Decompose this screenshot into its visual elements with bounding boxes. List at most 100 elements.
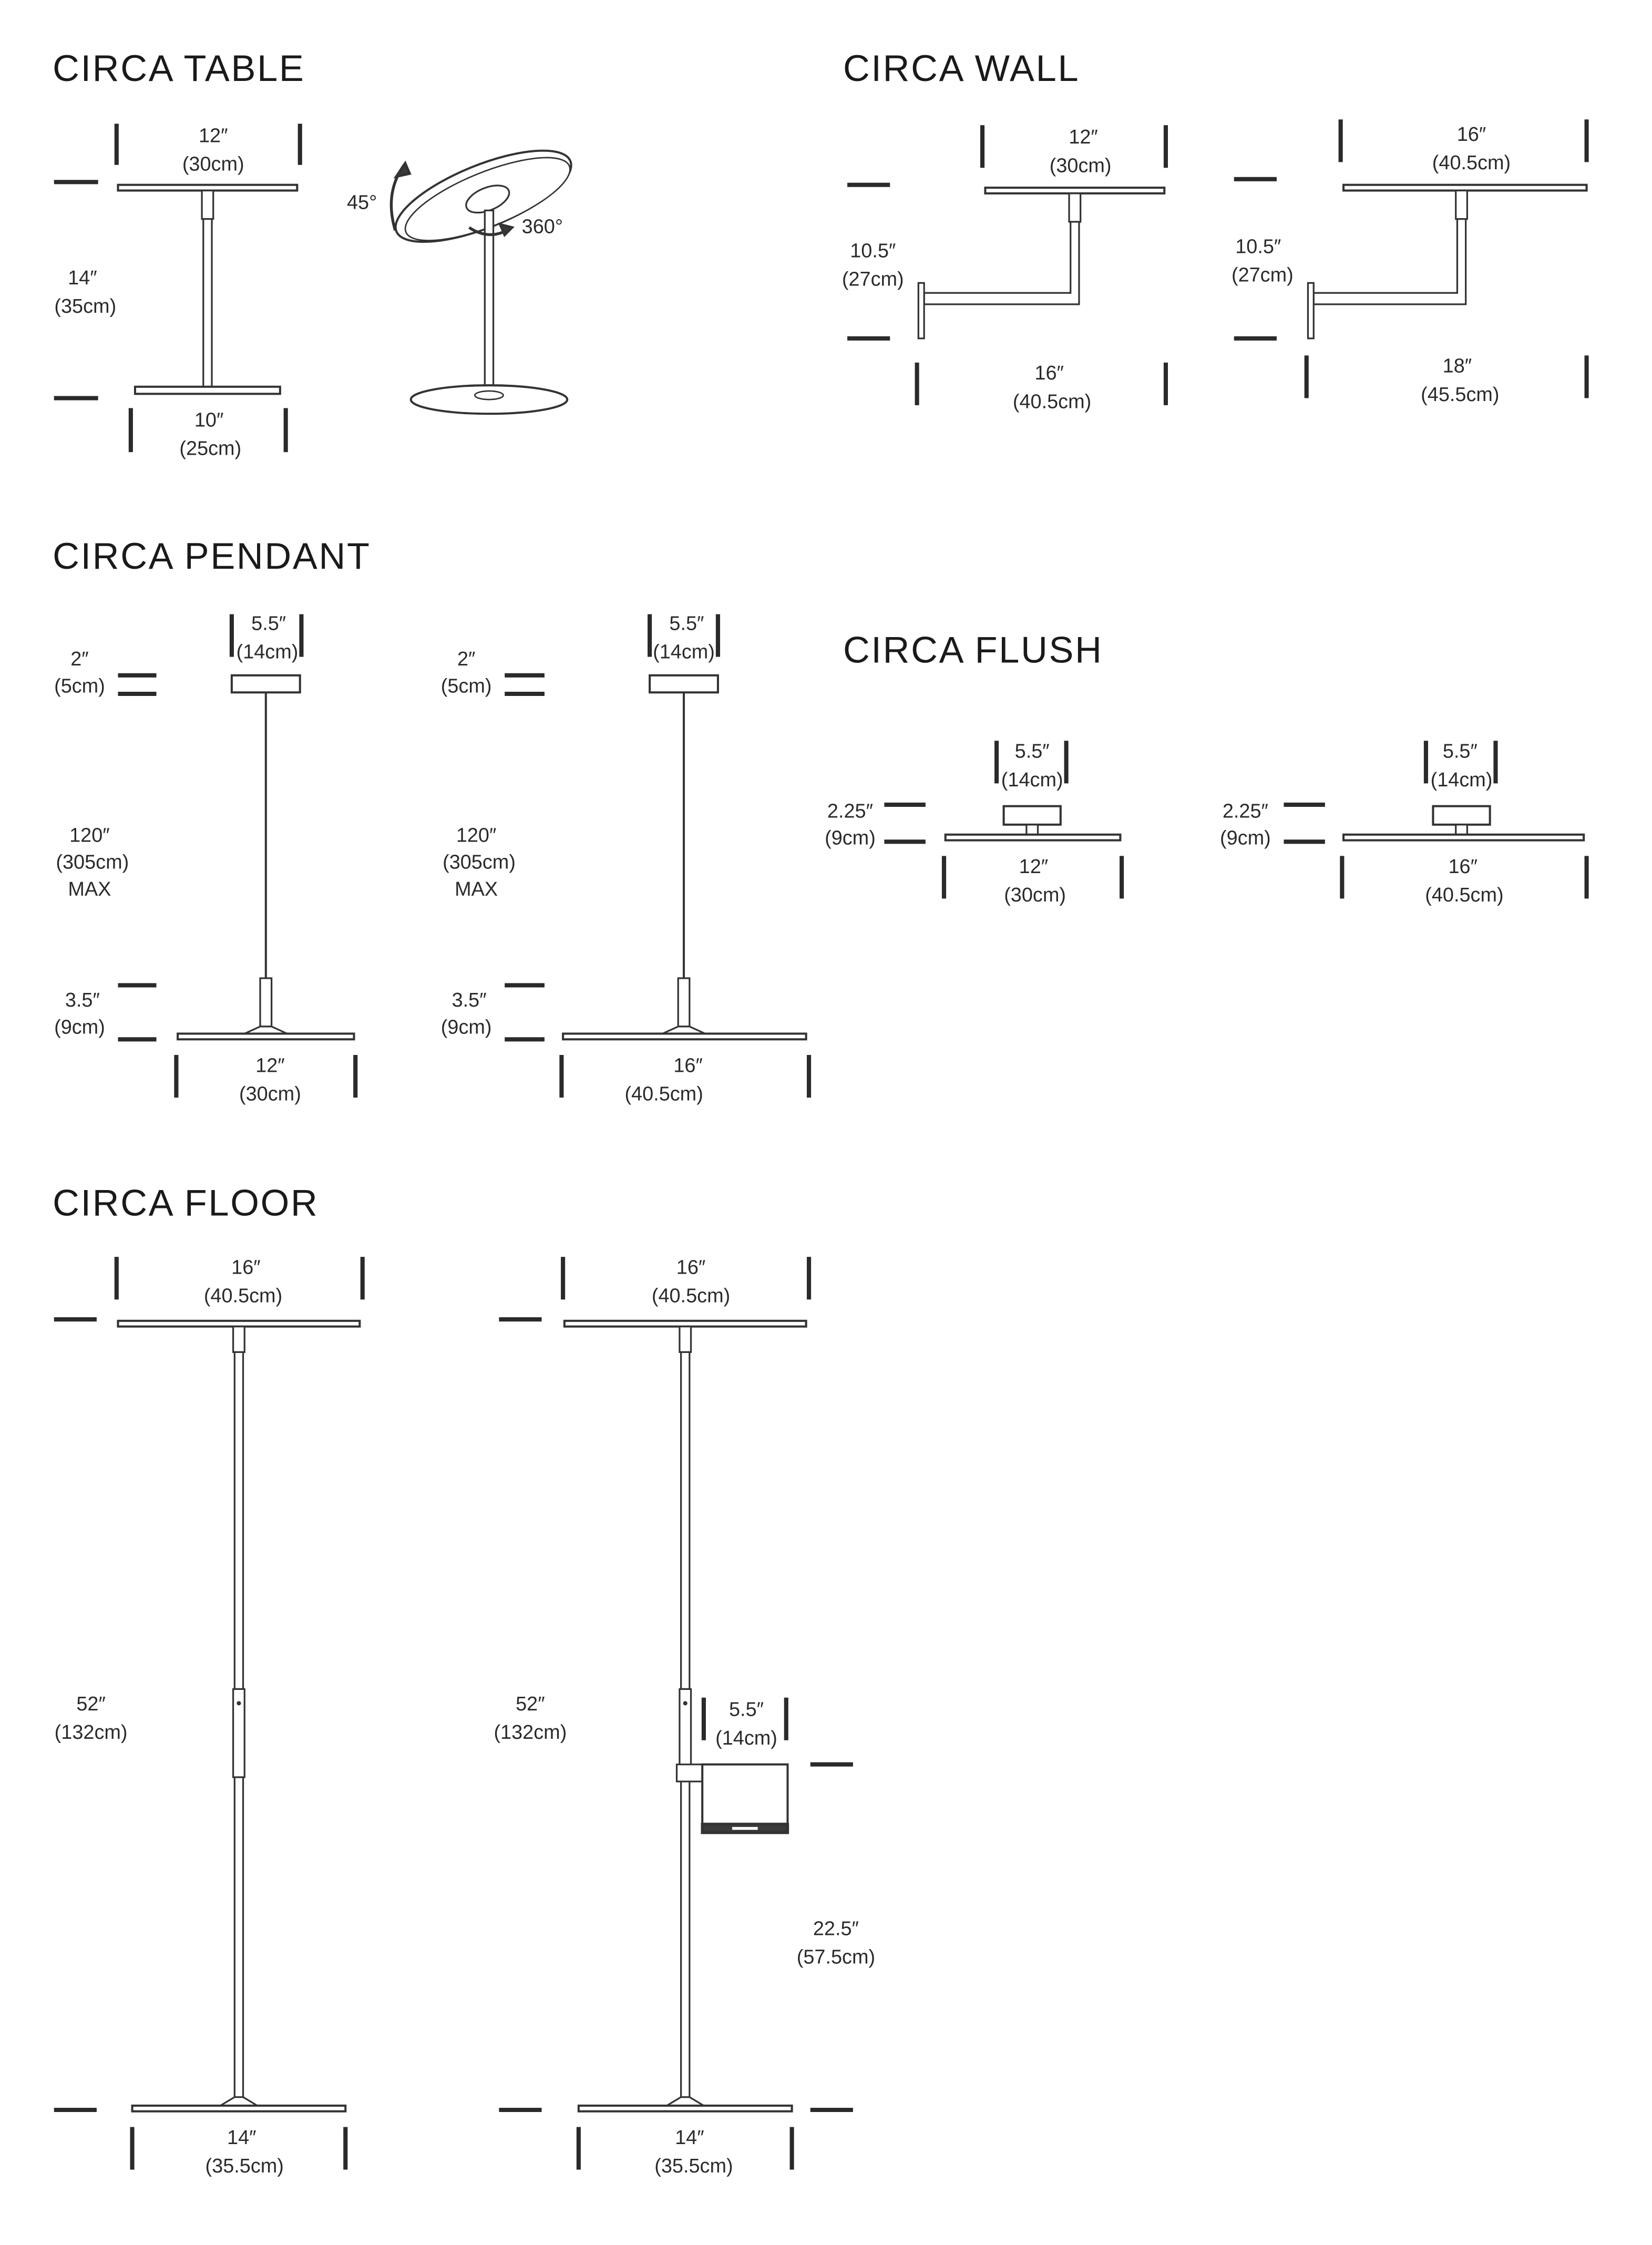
wall2-arm-in: 18″: [1443, 355, 1472, 377]
table-shade-in: 12″: [199, 125, 228, 147]
table-neck: [201, 189, 214, 220]
pendant-title: CIRCA PENDANT: [53, 535, 371, 577]
floor-title: CIRCA FLOOR: [53, 1182, 319, 1224]
wall1-shade-in: 12″: [1069, 126, 1098, 148]
table-rotate-label: 360°: [522, 216, 563, 238]
floor2-shade-in: 16″: [676, 1257, 706, 1279]
pend2-canopyh-in: 2″: [457, 648, 475, 670]
pend2-shade: [562, 1032, 807, 1041]
floor2-tray: [701, 1763, 789, 1834]
pend2-shade-in: 16″: [673, 1054, 703, 1077]
rotate-arrow-head: [498, 222, 515, 238]
pend1-canopy-in: 5.5″: [251, 612, 286, 634]
pend1-head: [259, 977, 273, 1028]
pend1-shade: [177, 1032, 355, 1041]
floor2-base-hub: [663, 2096, 707, 2107]
pend1-canopyh-in: 2″: [70, 648, 88, 670]
table-base: [134, 385, 281, 395]
flush2-shade: [1342, 833, 1585, 842]
table-lamp-front: [117, 183, 299, 395]
floor1-base: [131, 2104, 347, 2113]
flush-title: CIRCA FLUSH: [843, 629, 1103, 670]
pend2-canopy: [649, 674, 719, 694]
table-section: CIRCA TABLE 12″ (30cm) 14″ (35cm) 10″ (2…: [53, 47, 572, 460]
floor2-height-in: 52″: [516, 1693, 545, 1715]
wall1-height-in: 10.5″: [850, 240, 896, 262]
flush2-shade-cm: (40.5cm): [1425, 884, 1503, 906]
floor1-base-cm: (35.5cm): [206, 2155, 284, 2177]
floor1-lower-pole: [233, 1776, 244, 2098]
floor2-base-in: 14″: [675, 2127, 704, 2149]
floor-variant-tray: 16″ (40.5cm) 52″ (132cm) 5.5″ (14cm): [494, 1257, 875, 2177]
floor2-tray-cm: (14cm): [715, 1727, 777, 1749]
flush-variant-12: 5.5″ (14cm) 2.25″ (9cm) 12″ (30cm): [825, 741, 1124, 906]
pend2-head-cm: (9cm): [441, 1016, 492, 1038]
flush2-height-in: 2.25″: [1223, 800, 1268, 822]
wall1-arm-cm: (40.5cm): [1013, 391, 1091, 413]
pend2-shade-cm: (40.5cm): [624, 1083, 703, 1105]
floor1-base-in: 14″: [227, 2127, 256, 2149]
pend1-shade-cm: (30cm): [239, 1083, 301, 1105]
flush1-shade-cm: (30cm): [1004, 884, 1066, 906]
tilt-arrow-head: [393, 160, 412, 179]
wall-variant-16: 16″ (40.5cm) 10.5″ (27cm) 18″ (45.5cm): [1232, 119, 1589, 406]
floor1-height-in: 52″: [76, 1693, 106, 1715]
wall-title: CIRCA WALL: [843, 47, 1080, 89]
pend2-cord-in: 120″: [456, 824, 497, 846]
pendant-variant-12: 5.5″ (14cm) 2″ (5cm) 120″ (305cm) MAX 3.…: [54, 612, 358, 1105]
table-height-cm: (35cm): [54, 295, 116, 317]
table-base-cm: (25cm): [179, 438, 241, 460]
floor1-neck: [232, 1326, 245, 1353]
flush2-neck: [1455, 824, 1468, 836]
wall2-shade-cm: (40.5cm): [1432, 152, 1511, 174]
table-lamp-perspective: 45° 360°: [347, 149, 572, 415]
pend2-canopy-in: 5.5″: [669, 612, 704, 634]
wall1-mount: [917, 282, 925, 340]
floor2-height-cm: (132cm): [494, 1721, 567, 1744]
pendant-variant-16: 5.5″ (14cm) 2″ (5cm) 120″ (305cm) MAX 3.…: [441, 612, 812, 1105]
flush-section: CIRCA FLUSH 5.5″ (14cm) 2.25″ (9cm) 12″ …: [825, 629, 1589, 906]
table-base-in: 10″: [194, 409, 224, 431]
floor2-trayh-cm: (57.5cm): [797, 1946, 875, 1968]
pend1-canopy: [230, 674, 301, 694]
wall-section: CIRCA WALL 12″ (30cm) 10.5″ (27cm) 16″ (…: [842, 47, 1589, 413]
floor1-shade-in: 16″: [231, 1257, 261, 1279]
floor-variant-standard: 16″ (40.5cm) 52″ (132cm) 14″ (35.5cm): [54, 1257, 365, 2177]
pend2-head-in: 3.5″: [452, 989, 487, 1011]
pend1-head-cm: (9cm): [54, 1016, 105, 1038]
pend2-cord-cm: (305cm): [443, 852, 516, 874]
wall2-neck: [1455, 189, 1468, 220]
wall2-height-in: 10.5″: [1235, 236, 1281, 258]
wall1-height-cm: (27cm): [842, 269, 904, 291]
wall1-shade-cm: (30cm): [1050, 155, 1112, 177]
flush1-height-cm: (9cm): [825, 827, 876, 849]
pend1-cord-in: 120″: [69, 824, 110, 846]
floor1-base-hub: [217, 2096, 261, 2107]
flush1-canopy-in: 5.5″: [1015, 741, 1050, 763]
wall1-arm: [923, 221, 1080, 305]
flush2-canopy-in: 5.5″: [1443, 741, 1477, 763]
wall2-height-cm: (27cm): [1232, 264, 1294, 286]
pend1-shade-in: 12″: [255, 1054, 285, 1077]
table-title: CIRCA TABLE: [53, 47, 305, 89]
wall2-arm-cm: (45.5cm): [1421, 384, 1499, 406]
floor2-shade-cm: (40.5cm): [652, 1285, 730, 1307]
wall1-shade: [984, 187, 1166, 194]
flush2-height-cm: (9cm): [1220, 827, 1271, 849]
table-round-base-hub: [474, 390, 504, 401]
table-tilted-stem: [484, 209, 495, 391]
table-stem: [202, 218, 213, 388]
pend1-canopy-cm: (14cm): [237, 641, 299, 663]
flush-variant-16: 5.5″ (14cm) 2.25″ (9cm) 16″ (40.5cm): [1220, 741, 1589, 906]
floor1-shade-cm: (40.5cm): [204, 1285, 282, 1307]
pend1-cord-cm: (305cm): [56, 852, 129, 874]
floor2-base-cm: (35.5cm): [654, 2155, 733, 2177]
pend1-cord-note: MAX: [68, 878, 111, 900]
flush2-shade-in: 16″: [1449, 856, 1478, 878]
wall1-arm-in: 16″: [1034, 362, 1064, 384]
pend2-head: [677, 977, 691, 1028]
table-shade: [117, 183, 299, 192]
floor2-neck: [679, 1326, 692, 1353]
floor2-base: [577, 2104, 793, 2113]
table-shade-cm: (30cm): [182, 153, 244, 176]
